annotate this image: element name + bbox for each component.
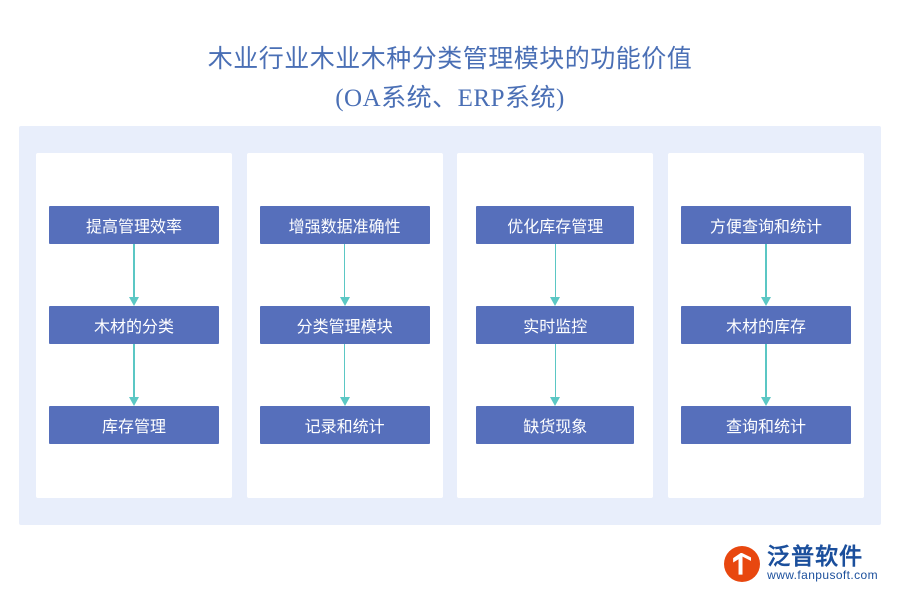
diagram-panel: 提高管理效率 木材的分类 库存管理 增强数据准确性 分类管理模块 — [19, 126, 881, 525]
diagram-columns: 提高管理效率 木材的分类 库存管理 增强数据准确性 分类管理模块 — [19, 126, 881, 525]
node-column2-step3: 记录和统计 — [259, 406, 430, 444]
fanpu-logo-icon — [724, 545, 761, 582]
brand-text: 泛普软件 www.fanpusoft.com — [767, 545, 878, 582]
arrow-head-icon — [550, 297, 561, 306]
arrow-head-icon — [129, 397, 139, 406]
arrow-head-icon — [760, 397, 771, 406]
arrow-line-icon — [133, 344, 135, 398]
arrow-column1-1 — [129, 244, 139, 306]
node-column2-step2: 分类管理模块 — [259, 306, 430, 344]
diagram-column-2: 增强数据准确性 分类管理模块 记录和统计 — [246, 153, 443, 498]
arrow-head-icon — [760, 297, 771, 306]
node-column1-step1: 提高管理效率 — [49, 206, 219, 244]
arrow-head-icon — [550, 397, 561, 406]
brand-url: www.fanpusoft.com — [767, 568, 878, 583]
diagram-column-3: 优化库存管理 实时监控 缺货现象 — [457, 153, 654, 498]
arrow-line-icon — [343, 344, 346, 398]
node-column1-step2: 木材的分类 — [49, 306, 219, 344]
arrow-head-icon — [129, 297, 139, 306]
node-column1-step3: 库存管理 — [49, 406, 219, 444]
node-column4-step2: 木材的库存 — [680, 306, 851, 344]
page-title: 木业行业木业木种分类管理模块的功能价值 (OA系统、ERP系统) — [0, 40, 900, 118]
page-title-line-1: 木业行业木业木种分类管理模块的功能价值 — [207, 46, 693, 73]
node-column4-step3: 查询和统计 — [680, 406, 851, 444]
node-column3-step1: 优化库存管理 — [476, 206, 635, 244]
arrow-column1-2 — [129, 344, 139, 406]
diagram-column-1: 提高管理效率 木材的分类 库存管理 — [36, 153, 232, 498]
arrow-column3-1 — [550, 244, 561, 306]
arrow-line-icon — [133, 244, 135, 298]
arrow-line-icon — [765, 344, 767, 398]
node-column2-step1: 增强数据准确性 — [259, 206, 430, 244]
diagram-column-4: 方便查询和统计 木材的库存 查询和统计 — [667, 153, 864, 498]
arrow-line-icon — [343, 244, 346, 298]
arrow-column3-2 — [550, 344, 561, 406]
arrow-column2-2 — [339, 344, 350, 406]
arrow-head-icon — [339, 297, 350, 306]
arrow-line-icon — [554, 244, 557, 298]
brand-name: 泛普软件 — [767, 544, 864, 570]
node-column4-step1: 方便查询和统计 — [680, 206, 851, 244]
arrow-line-icon — [765, 244, 767, 298]
arrow-column4-1 — [760, 244, 771, 306]
node-column3-step3: 缺货现象 — [476, 406, 635, 444]
arrow-line-icon — [554, 344, 557, 398]
arrow-column2-1 — [339, 244, 350, 306]
node-column3-step2: 实时监控 — [476, 306, 635, 344]
arrow-column4-2 — [760, 344, 771, 406]
arrow-head-icon — [339, 397, 350, 406]
brand-logo: 泛普软件 www.fanpusoft.com — [724, 545, 878, 582]
page-title-line-2: (OA系统、ERP系统) — [335, 85, 565, 112]
